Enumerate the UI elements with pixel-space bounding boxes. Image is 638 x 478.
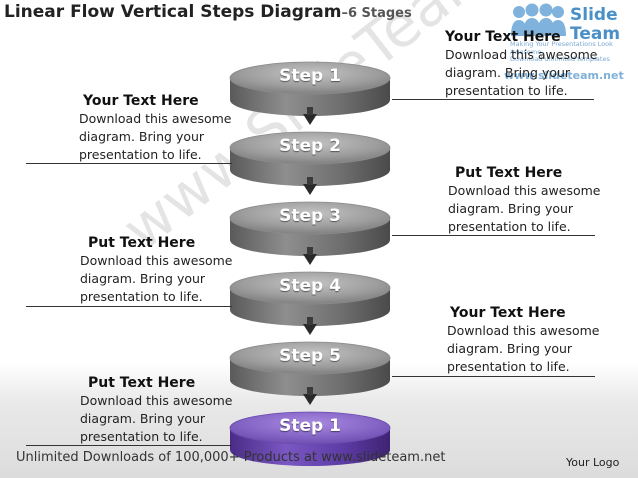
disc-top	[229, 61, 391, 95]
brand-word-2: Team	[570, 24, 621, 44]
arrow-stem	[307, 387, 313, 395]
down-arrow-icon	[303, 254, 317, 265]
text-block-line: diagram. Bring your	[79, 129, 205, 144]
page-title: Linear Flow Vertical Steps Diagram–6 Sta…	[4, 2, 412, 22]
disc-top	[229, 131, 391, 165]
arrow-stem	[307, 247, 313, 255]
connector-line	[392, 376, 595, 377]
brand-tagline-1: Making Your Presentations Look Awesome	[510, 40, 613, 56]
arrow-stem	[307, 177, 313, 185]
connector-line	[26, 306, 232, 307]
step-disc-2	[229, 131, 391, 186]
text-block-line: Download this awesome	[79, 111, 232, 126]
text-block-line: Download this awesome	[448, 183, 601, 198]
brand-taglines: Making Your Presentations Look Awesome D…	[510, 40, 638, 64]
text-block-heading: Your Text Here	[450, 305, 566, 321]
text-block-line: Download this awesome	[447, 323, 600, 338]
text-block-heading: Your Text Here	[83, 93, 199, 109]
text-block-line: diagram. Bring your	[80, 411, 206, 426]
connector-line	[26, 163, 232, 164]
step-label: Step 5	[279, 346, 341, 366]
step-label: Step 1	[279, 416, 341, 436]
text-block-6: Put Text Here Download this awesome diag…	[80, 374, 233, 446]
step-disc-5	[229, 341, 391, 396]
text-block-line: Download this awesome	[80, 253, 233, 268]
text-block-line: presentation to life.	[447, 359, 570, 374]
disc-top	[229, 271, 391, 305]
arrow-stem	[307, 107, 313, 115]
title-stages: –6 Stages	[341, 6, 412, 21]
connector-line	[392, 99, 594, 100]
text-block-line: Download this awesome	[80, 393, 233, 408]
text-block-1: Your Text Here Download this awesome dia…	[445, 28, 598, 100]
text-block-line: presentation to life.	[445, 83, 568, 98]
text-block-3: Put Text Here Download this awesome diag…	[448, 164, 601, 236]
text-block-heading: Put Text Here	[455, 165, 563, 181]
disc-top	[229, 411, 391, 445]
text-block-line: diagram. Bring your	[80, 271, 206, 286]
brand-tagline-2: Download unlimited templates	[510, 55, 610, 63]
step-label: Step 4	[279, 276, 341, 296]
connector-line	[392, 235, 595, 236]
text-block-line: diagram. Bring your	[447, 341, 573, 356]
people-icon	[511, 3, 566, 36]
brand-url-overlay: www.slideteam.net	[504, 69, 624, 82]
disc-top	[229, 341, 391, 375]
text-block-4: Put Text Here Download this awesome diag…	[80, 234, 233, 306]
arrow-stem	[307, 317, 313, 325]
text-block-heading: Put Text Here	[88, 235, 196, 251]
text-block-line: presentation to life.	[79, 147, 202, 162]
step-label: Step 1	[279, 66, 341, 86]
connector-line	[26, 445, 232, 446]
text-block-5: Your Text Here Download this awesome dia…	[447, 304, 600, 376]
down-arrow-icon	[303, 114, 317, 125]
text-block-line: presentation to life.	[80, 429, 203, 444]
step-disc-6	[229, 411, 391, 466]
text-block-line: diagram. Bring your	[448, 201, 574, 216]
title-main: Linear Flow Vertical Steps Diagram	[4, 2, 342, 22]
footer-text: Unlimited Downloads of 100,000+ Products…	[16, 450, 446, 465]
text-block-heading: Put Text Here	[88, 375, 196, 391]
brand-word-1: Slide	[570, 5, 618, 25]
step-disc-1	[229, 61, 391, 116]
step-label: Step 2	[279, 136, 341, 156]
step-disc-3	[229, 201, 391, 256]
disc-top	[229, 201, 391, 235]
your-logo-placeholder: Your Logo	[566, 456, 620, 469]
text-block-heading: Your Text Here	[445, 29, 561, 45]
text-block-line: presentation to life.	[80, 289, 203, 304]
text-block-line: Download this awesome	[445, 47, 598, 62]
text-block-2: Your Text Here Download this awesome dia…	[79, 92, 232, 164]
step-disc-4	[229, 271, 391, 326]
text-block-line: diagram. Bring your	[445, 65, 571, 80]
down-arrow-icon	[303, 324, 317, 335]
text-block-line: presentation to life.	[448, 219, 571, 234]
down-arrow-icon	[303, 394, 317, 405]
brand-logo: Slide Team	[510, 2, 636, 54]
step-label: Step 3	[279, 206, 341, 226]
down-arrow-icon	[303, 184, 317, 195]
